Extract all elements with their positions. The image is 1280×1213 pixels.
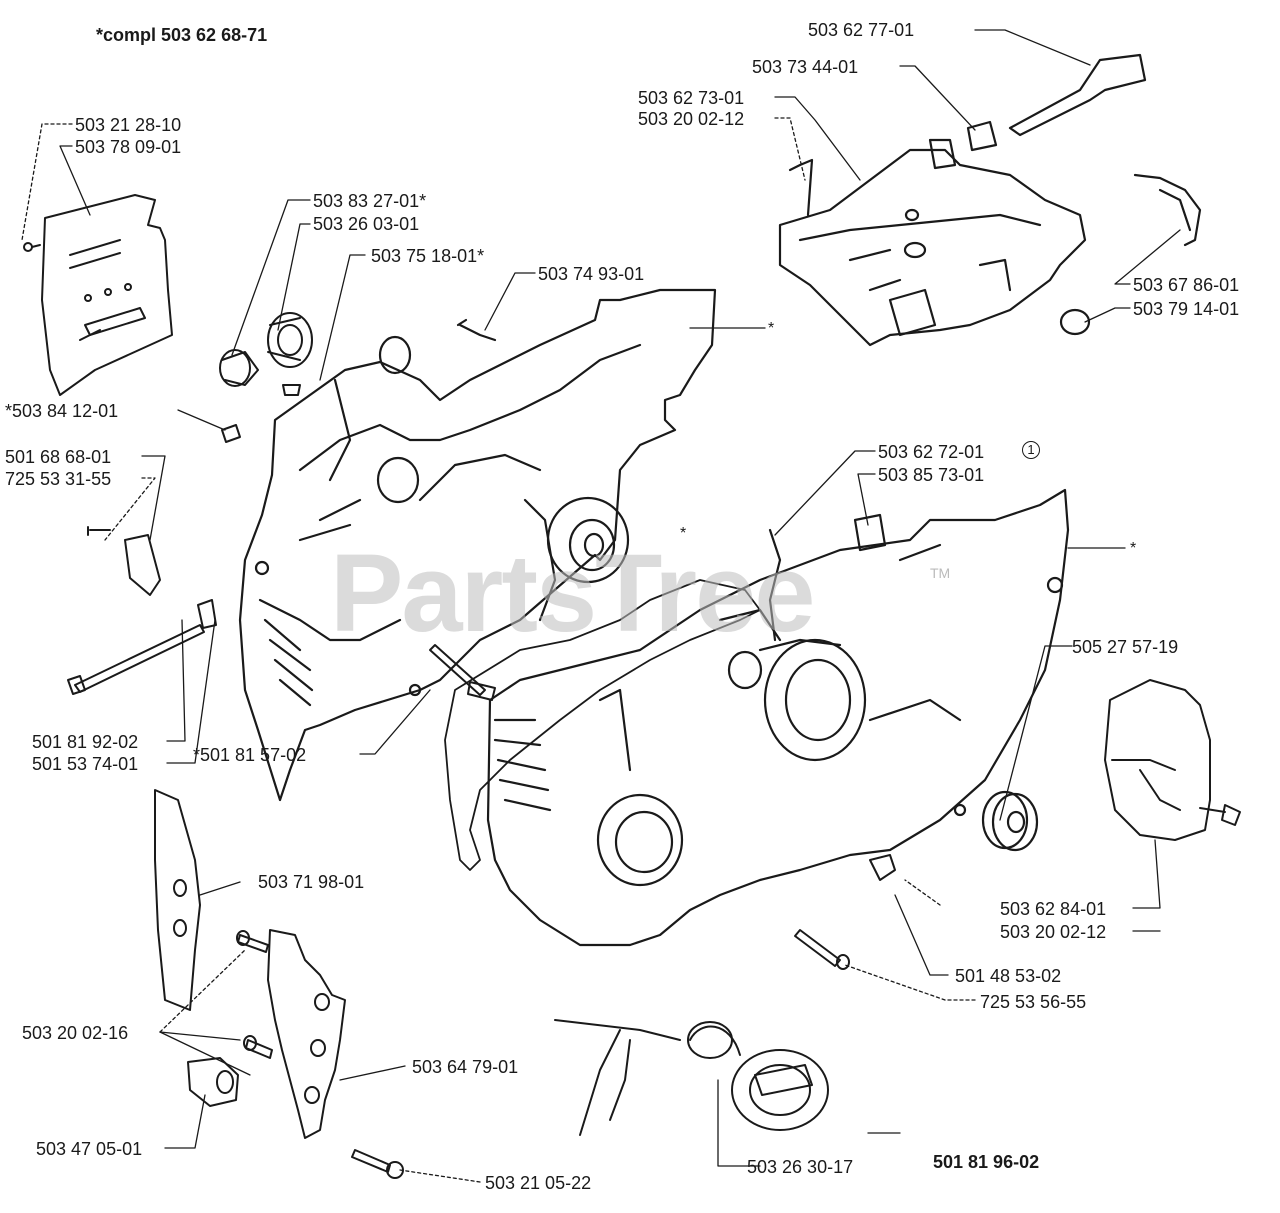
- part-label[interactable]: 503 62 84-01: [1000, 899, 1107, 919]
- part-label[interactable]: *503 84 12-01: [5, 401, 119, 421]
- part-label[interactable]: 505 27 57-19: [1072, 637, 1179, 657]
- part-label[interactable]: 501 53 74-01: [32, 754, 139, 774]
- center-fasteners: [794, 854, 896, 970]
- part-label[interactable]: 503 21 28-10: [75, 115, 182, 135]
- part-label[interactable]: 503 26 30-17: [747, 1157, 854, 1177]
- part-label[interactable]: 503 20 02-12: [1000, 922, 1107, 942]
- asterisk-marker: *: [680, 525, 687, 542]
- top-cover: [778, 53, 1202, 347]
- clutch-cover: [1104, 679, 1241, 841]
- part-label[interactable]: 501 48 53-02: [955, 966, 1062, 986]
- part-label[interactable]: 503 62 77-01: [808, 20, 915, 40]
- assembly-complete-label: *compl 503 62 68-71: [96, 25, 268, 45]
- part-label[interactable]: 503 20 02-16: [22, 1023, 129, 1043]
- chain-guard-plate: [23, 194, 173, 396]
- part-label[interactable]: 503 85 73-01: [878, 465, 985, 485]
- part-label[interactable]: 501 81 92-02: [32, 732, 139, 752]
- part-label[interactable]: 503 74 93-01: [538, 264, 645, 284]
- left-crankcase: [238, 288, 717, 802]
- part-label[interactable]: 503 47 05-01: [36, 1139, 143, 1159]
- part-label[interactable]: 725 53 56-55: [980, 992, 1087, 1012]
- part-label[interactable]: 503 26 03-01: [313, 214, 420, 234]
- part-label[interactable]: 503 75 18-01*: [371, 246, 485, 266]
- asterisk-marker: *: [1130, 540, 1137, 557]
- leader-lines: [21, 29, 1181, 1183]
- fuel-cap-assembly: [554, 1019, 829, 1136]
- circled-one-marker: 1: [1022, 441, 1040, 459]
- right-crankcase: [486, 488, 1070, 947]
- bearing-assembly: [219, 312, 313, 443]
- bottom-left-parts: [154, 789, 404, 1179]
- part-label[interactable]: 503 20 02-12: [638, 109, 745, 129]
- part-label[interactable]: *501 81 57-02: [193, 745, 307, 765]
- left-fasteners: [67, 526, 496, 701]
- part-label-highlight[interactable]: 501 81 96-02: [933, 1152, 1040, 1172]
- part-label[interactable]: 503 73 44-01: [752, 57, 859, 77]
- part-label[interactable]: 725 53 31-55: [5, 469, 112, 489]
- part-label[interactable]: 503 78 09-01: [75, 137, 182, 157]
- pulley-wheel: [981, 790, 1039, 852]
- part-label[interactable]: 503 79 14-01: [1133, 299, 1240, 319]
- watermark-logo: PartsTree: [330, 532, 815, 655]
- part-label[interactable]: 501 68 68-01: [5, 447, 112, 467]
- watermark-trademark: TM: [930, 565, 951, 581]
- crankcase-gasket: [444, 579, 761, 871]
- part-label[interactable]: 503 21 05-22: [485, 1173, 592, 1193]
- part-label[interactable]: 503 67 86-01: [1133, 275, 1240, 295]
- asterisk-marker: *: [768, 320, 775, 337]
- part-label[interactable]: 503 64 79-01: [412, 1057, 519, 1077]
- part-label[interactable]: 503 62 72-01: [878, 442, 985, 462]
- part-label[interactable]: 503 83 27-01*: [313, 191, 427, 211]
- part-label[interactable]: 503 62 73-01: [638, 88, 745, 108]
- part-label[interactable]: 503 71 98-01: [258, 872, 365, 892]
